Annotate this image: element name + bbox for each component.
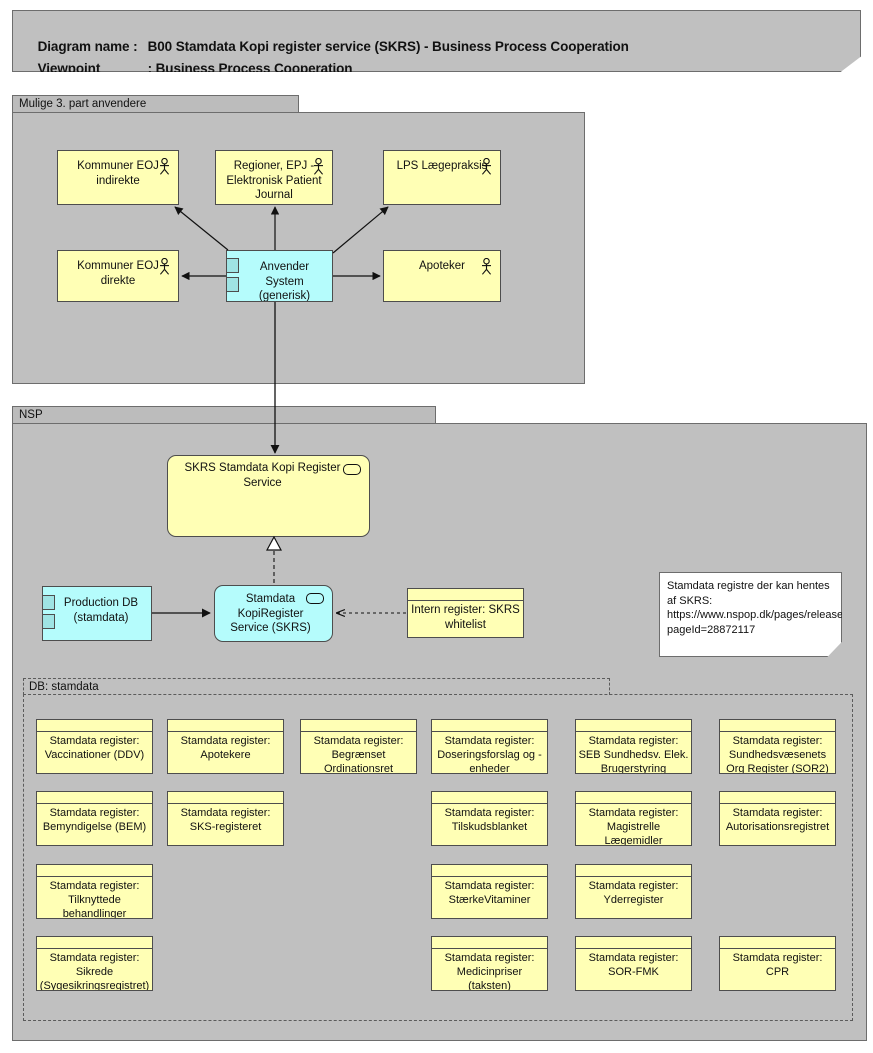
register-box[interactable]: Stamdata register: SKS-registeret <box>167 791 284 846</box>
node-label: Anvender System (generisk) <box>258 261 311 302</box>
register-label: Stamdata register: SOR-FMK <box>588 952 679 979</box>
node-kommuner-eoj-direkte[interactable]: Kommuner EOJ direkte <box>57 250 179 302</box>
register-box[interactable]: Stamdata register: Autorisationsregistre… <box>719 791 836 846</box>
node-apoteker[interactable]: Apoteker <box>383 250 501 302</box>
diagram-name-line: Diagram name : B00 Stamdata Kopi register… <box>23 24 629 69</box>
viewpoint-key: Viewpoint <box>37 61 101 76</box>
register-label: Stamdata register: Autorisationsregistre… <box>725 807 830 834</box>
register-box[interactable]: Stamdata register: Bemyndigelse (BEM) <box>36 791 153 846</box>
register-header-strip <box>408 589 523 601</box>
viewpoint-value: : Business Process Cooperation <box>147 61 353 76</box>
node-regioner-epj[interactable]: Regioner, EPJ - Elektronisk Patient Jour… <box>215 150 333 205</box>
node-label: Intern register: SKRS whitelist <box>411 604 520 631</box>
register-box[interactable]: Stamdata register: Yderregister <box>575 864 692 919</box>
register-label: Stamdata register: SKS-registeret <box>180 807 271 834</box>
node-label: SKRS Stamdata Kopi Register Service <box>184 462 341 489</box>
register-label: Stamdata register: Bemyndigelse (BEM) <box>42 807 147 834</box>
node-lps-laegepraksis[interactable]: LPS Lægepraksis <box>383 150 501 205</box>
actor-icon <box>481 158 492 175</box>
register-header-strip <box>720 792 835 804</box>
register-label: Stamdata register: Sikrede (Sygesikrings… <box>39 952 150 991</box>
actor-icon <box>481 258 492 275</box>
register-header-strip <box>37 865 152 877</box>
register-header-strip <box>432 937 547 949</box>
register-header-strip <box>576 865 691 877</box>
register-header-strip <box>168 792 283 804</box>
register-box[interactable]: Stamdata register: StærkeVitaminer <box>431 864 548 919</box>
note-text: Stamdata registre der kan hentes af SKRS… <box>667 580 873 636</box>
register-header-strip <box>37 792 152 804</box>
register-header-strip <box>37 937 152 949</box>
node-production-db[interactable]: Production DB (stamdata) <box>42 586 152 641</box>
register-box[interactable]: Stamdata register: Vaccinationer (DDV) <box>36 719 153 774</box>
node-label: Kommuner EOJ direkte <box>77 260 159 287</box>
service-interface-icon <box>343 464 361 475</box>
actor-icon <box>159 258 170 275</box>
node-stamdata-kopiregister-service[interactable]: Stamdata KopiRegister Service (SKRS) <box>214 585 333 642</box>
register-box[interactable]: Stamdata register: Begrænset Ordinations… <box>300 719 417 774</box>
node-label: Production DB (stamdata) <box>63 597 139 624</box>
register-label: Stamdata register: CPR <box>732 952 823 979</box>
viewpoint-line: Viewpoint : Business Process Cooperation <box>23 46 353 76</box>
node-label: Kommuner EOJ indirekte <box>77 160 159 187</box>
register-box[interactable]: Stamdata register: SEB Sundhedsv. Elek. … <box>575 719 692 774</box>
diagram-title-banner: Diagram name : B00 Stamdata Kopi register… <box>12 10 861 72</box>
node-anvender-system[interactable]: Anvender System (generisk) <box>226 250 333 302</box>
register-label: Stamdata register: Yderregister <box>588 880 679 907</box>
diagram-name-key: Diagram name : <box>37 39 138 54</box>
actor-icon <box>159 158 170 175</box>
register-box[interactable]: Stamdata register: Magistrelle Lægemidle… <box>575 791 692 846</box>
register-header-strip <box>432 792 547 804</box>
register-header-strip <box>301 720 416 732</box>
actor-icon <box>313 158 324 175</box>
node-label: Regioner, EPJ - Elektronisk Patient Jour… <box>226 160 322 201</box>
register-box[interactable]: Stamdata register: Sikrede (Sygesikrings… <box>36 936 153 991</box>
group-tab-db-stamdata: DB: stamdata <box>23 678 610 695</box>
register-header-strip <box>432 720 547 732</box>
node-intern-register-skrs-whitelist[interactable]: Intern register: SKRS whitelist <box>407 588 524 638</box>
register-label: Stamdata register: Vaccinationer (DDV) <box>44 735 145 762</box>
register-header-strip <box>720 720 835 732</box>
register-label: Stamdata register: SEB Sundhedsv. Elek. … <box>578 735 689 774</box>
register-box[interactable]: Stamdata register: Doseringsforslag og -… <box>431 719 548 774</box>
register-header-strip <box>576 720 691 732</box>
register-label: Stamdata register: Begrænset Ordinations… <box>313 735 404 774</box>
register-header-strip <box>576 937 691 949</box>
group-tab-nsp: NSP <box>12 406 436 424</box>
group-tab-third-party: Mulige 3. part anvendere <box>12 95 299 113</box>
register-header-strip <box>720 937 835 949</box>
register-header-strip <box>576 792 691 804</box>
register-header-strip <box>37 720 152 732</box>
register-header-strip <box>168 720 283 732</box>
register-label: Stamdata register: Doseringsforslag og -… <box>437 735 542 774</box>
node-label: Apoteker <box>418 260 466 272</box>
register-label: Stamdata register: Sundhedsvæsenets Org … <box>726 735 829 774</box>
service-interface-icon <box>306 593 324 604</box>
register-box[interactable]: Stamdata register: SOR-FMK <box>575 936 692 991</box>
diagram-name-value: B00 Stamdata Kopi register service (SKRS… <box>147 39 629 54</box>
register-label: Stamdata register: Tilknyttede behandlin… <box>49 880 140 919</box>
register-box[interactable]: Stamdata register: Sundhedsvæsenets Org … <box>719 719 836 774</box>
node-kommuner-eoj-indirekte[interactable]: Kommuner EOJ indirekte <box>57 150 179 205</box>
group-body-db-stamdata <box>23 694 853 1021</box>
register-box[interactable]: Stamdata register: Tilskudsblanket <box>431 791 548 846</box>
register-label: Stamdata register: Magistrelle Lægemidle… <box>588 807 679 846</box>
register-box[interactable]: Stamdata register: Medicinpriser (takste… <box>431 936 548 991</box>
register-box[interactable]: Stamdata register: CPR <box>719 936 836 991</box>
note-stamdata-registre: Stamdata registre der kan hentes af SKRS… <box>659 572 842 657</box>
node-skrs-stamdata-kopi-register-service[interactable]: SKRS Stamdata Kopi Register Service <box>167 455 370 537</box>
register-header-strip <box>432 865 547 877</box>
node-label: LPS Lægepraksis <box>396 160 488 172</box>
node-label: Stamdata KopiRegister Service (SKRS) <box>230 593 311 634</box>
register-label: Stamdata register: Apotekere <box>180 735 271 762</box>
register-box[interactable]: Stamdata register: Tilknyttede behandlin… <box>36 864 153 919</box>
register-box[interactable]: Stamdata register: Apotekere <box>167 719 284 774</box>
register-label: Stamdata register: Tilskudsblanket <box>444 807 535 834</box>
register-label: Stamdata register: Medicinpriser (takste… <box>444 952 535 991</box>
register-label: Stamdata register: StærkeVitaminer <box>444 880 535 907</box>
